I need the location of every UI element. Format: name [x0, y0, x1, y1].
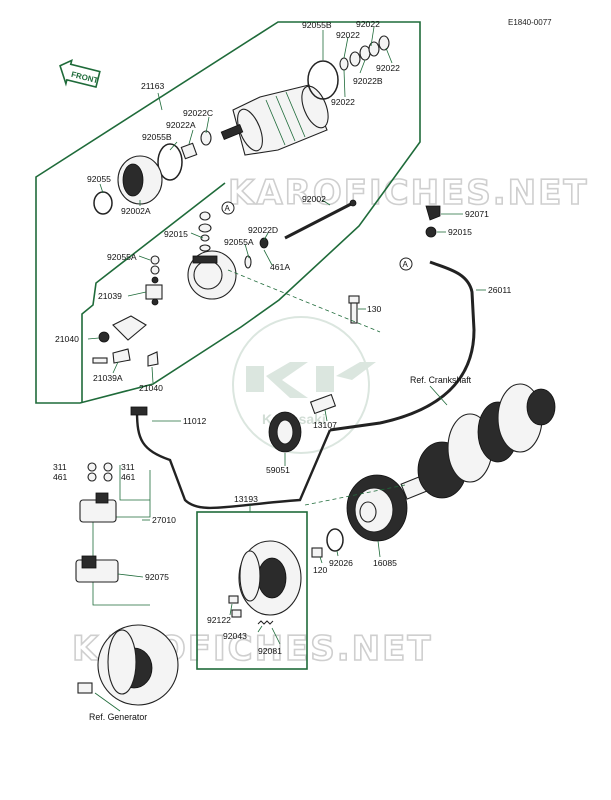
label-92071: 92071: [465, 209, 489, 219]
cable-boot-92071: [425, 205, 441, 221]
starter-clutch-13193: [238, 540, 302, 616]
lead-wire-11012: [135, 410, 332, 510]
shaft-13107: [309, 393, 337, 415]
label-92022a: 92022A: [166, 120, 196, 130]
label-311-a: 311: [53, 462, 67, 472]
label-ref-generator: Ref. Generator: [89, 712, 147, 722]
label-461a: 461A: [270, 262, 290, 272]
starter-cable-26011: [329, 260, 476, 432]
svg-text:A: A: [403, 260, 409, 269]
label-13107: 13107: [313, 420, 337, 430]
shim-92022a: [180, 142, 198, 160]
brush-cover-92075: [75, 555, 119, 583]
svg-text:A: A: [225, 204, 231, 213]
kawasaki-logo: Kawasaki: [232, 316, 376, 454]
label-92002a: 92002A: [121, 206, 151, 216]
through-bolt-92002: [284, 201, 354, 240]
label-92022b: 92022B: [353, 76, 383, 86]
starter-motor-frame: [35, 21, 421, 404]
label-92022c: 92022C: [183, 108, 213, 118]
label-311-b: 311: [121, 462, 135, 472]
label-21163: 21163: [141, 81, 164, 91]
idle-gear-59051: [268, 411, 302, 453]
watermark-top: KAROFICHES.NET: [228, 173, 589, 213]
label-120: 120: [313, 565, 328, 575]
bolt-130: [348, 295, 360, 324]
label-16085: 16085: [373, 558, 397, 568]
label-92055a-right: 92055A: [224, 237, 254, 247]
label-21040-b: 21040: [139, 383, 163, 393]
rollers-springs: [228, 595, 274, 625]
bolt-120: [311, 547, 323, 558]
brush-holder-frame: [81, 182, 226, 403]
washer-stack: [339, 35, 390, 71]
label-92055b-top: 92055B: [302, 20, 332, 30]
label-92002: 92002: [302, 194, 326, 204]
starter-end-cover: [117, 155, 163, 205]
o-ring-92055b: [307, 60, 339, 100]
label-461-a: 461: [53, 472, 68, 482]
crankshaft: [400, 383, 556, 500]
label-11012: 11012: [183, 416, 206, 426]
leader-lines: [87, 26, 486, 712]
label-92015-right: 92015: [448, 227, 472, 237]
nut-92015: [425, 226, 437, 238]
label-92022-b: 92022: [336, 30, 360, 40]
label-59051: 59051: [266, 465, 290, 475]
label-21040-a: 21040: [55, 334, 79, 344]
brush-hardware: [145, 211, 269, 306]
front-arrow-icon: FRONT: [59, 58, 101, 89]
label-92081: 92081: [258, 646, 282, 656]
label-ref-crankshaft: Ref. Crankshaft: [410, 375, 472, 385]
brush-21040: [92, 315, 159, 367]
label-21039a: 21039A: [93, 373, 123, 383]
label-92022-a: 92022: [356, 19, 380, 29]
label-92022-c: 92022: [376, 63, 400, 73]
label-26011: 26011: [488, 285, 511, 295]
label-461-b: 461: [121, 472, 136, 482]
starter-motor-armature: [220, 84, 329, 156]
part-labels: 21163 92055B 92022 92022 92022 92022B 92…: [53, 19, 511, 722]
washer-92022c: [200, 130, 212, 146]
callout-a-upper: A: [221, 201, 235, 215]
label-92122: 92122: [207, 615, 231, 625]
callout-a-lower: A: [399, 257, 413, 271]
nuts-311-461: [87, 462, 113, 482]
label-130: 130: [367, 304, 382, 314]
label-13193: 13193: [234, 494, 258, 504]
label-92026: 92026: [329, 558, 353, 568]
washer-92026: [326, 528, 344, 552]
label-92055b-mid: 92055B: [142, 132, 172, 142]
label-92015-left: 92015: [164, 229, 188, 239]
label-92075: 92075: [145, 572, 169, 582]
label-21039: 21039: [98, 291, 122, 301]
starter-clutch-frame: [196, 511, 308, 670]
o-ring-92055b-mid: [157, 143, 183, 181]
label-92043: 92043: [223, 631, 247, 641]
label-92022d: 92022D: [248, 225, 278, 235]
starter-gear-16085: [346, 474, 408, 542]
label-92055: 92055: [87, 174, 111, 184]
diagram-code: E1840-0077: [508, 18, 552, 27]
o-ring-92055: [93, 191, 113, 215]
label-92022-d: 92022: [331, 97, 355, 107]
brush-holder-27010: [79, 492, 117, 523]
label-27010: 27010: [152, 515, 176, 525]
brush-holder-plate: [187, 250, 237, 300]
label-92055a-left: 92055A: [107, 252, 137, 262]
generator-rotor: [77, 624, 179, 706]
